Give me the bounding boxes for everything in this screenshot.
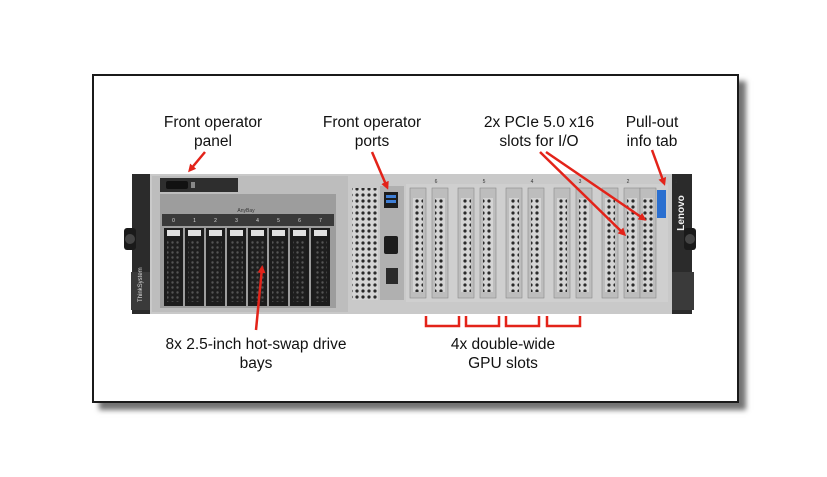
slot-cover [505,187,523,299]
slot-cover [527,187,545,299]
drive-bay[interactable] [311,228,330,306]
left-rack-ear: ThinkSystem [124,174,153,314]
gpu-bracket [545,316,582,328]
gpu-bracket [464,316,501,328]
callout-gpu-slots: 4x double-wide GPU slots [450,336,556,372]
left-ear-label: ThinkSystem [138,267,144,302]
bay-number: 2 [214,218,217,224]
pull-out-info-tab[interactable] [657,190,666,218]
slot-cover [623,187,641,299]
bay-number: 6 [298,218,301,224]
ports-arrow [370,151,389,190]
gpu-bracket [504,316,541,328]
slot-number: 2 [627,179,630,185]
slot-number: 4 [531,179,534,185]
panel-arrow [188,151,206,173]
pcie-arrow-1 [539,151,627,237]
lenovo-logo: Lenovo [676,195,687,231]
slot-cover [479,187,497,299]
bay-numbers: 0 1 2 3 4 5 6 7 [172,218,322,224]
slot-number: 3 [579,179,582,185]
drive-bays-arrow [254,265,266,331]
slot-cover [457,187,475,299]
vga-port [386,268,398,284]
bay-number: 1 [193,218,196,224]
callout-pcie-slots: 2x PCIe 5.0 x16 slots for I/O [483,114,595,150]
pcie-arrow-2 [545,150,647,221]
info-tab-arrow [650,149,667,186]
slot-number: 6 [435,179,438,185]
mini-displayport [384,236,398,254]
slot-number: 1 [675,179,678,185]
drive-bay[interactable] [248,228,267,306]
slot-cover [575,187,593,299]
drive-bays [164,228,330,306]
drive-bay[interactable] [227,228,246,306]
callout-info-tab: Pull-out info tab [625,114,679,150]
drive-cage: AnyBay 0 1 2 3 4 5 6 7 [152,176,348,312]
slot-cover [431,187,449,299]
slot-numbers: 6 5 4 3 2 1 [435,179,678,185]
gpu-bracket [424,316,461,328]
slot-cover [601,187,619,299]
vent-grid [352,188,378,300]
bay-number: 5 [277,218,280,224]
slot-cover [639,187,657,299]
pcie-slots [409,187,657,299]
bay-number: 3 [235,218,238,224]
callout-drive-bays: 8x 2.5-inch hot-swap drive bays [165,336,347,372]
callout-front-operator-ports: Front operator ports [322,114,422,150]
gpu-slot-brackets [424,316,582,328]
drive-bay[interactable] [164,228,183,306]
drive-bay[interactable] [206,228,225,306]
bay-number: 4 [256,218,259,224]
callout-front-operator-panel: Front operator panel [163,114,263,150]
slot-cover [409,187,427,299]
bay-number: 7 [319,218,322,224]
cage-label: AnyBay [237,208,255,214]
bay-number: 0 [172,218,175,224]
slot-cover [553,187,571,299]
drive-bay[interactable] [290,228,309,306]
drive-bay[interactable] [185,228,204,306]
right-rack-ear: Lenovo [672,174,696,314]
slot-number: 5 [483,179,486,185]
drive-bay[interactable] [269,228,288,306]
slot-bank: 6 5 4 3 2 1 [406,179,678,302]
front-ports-panel [380,186,404,300]
